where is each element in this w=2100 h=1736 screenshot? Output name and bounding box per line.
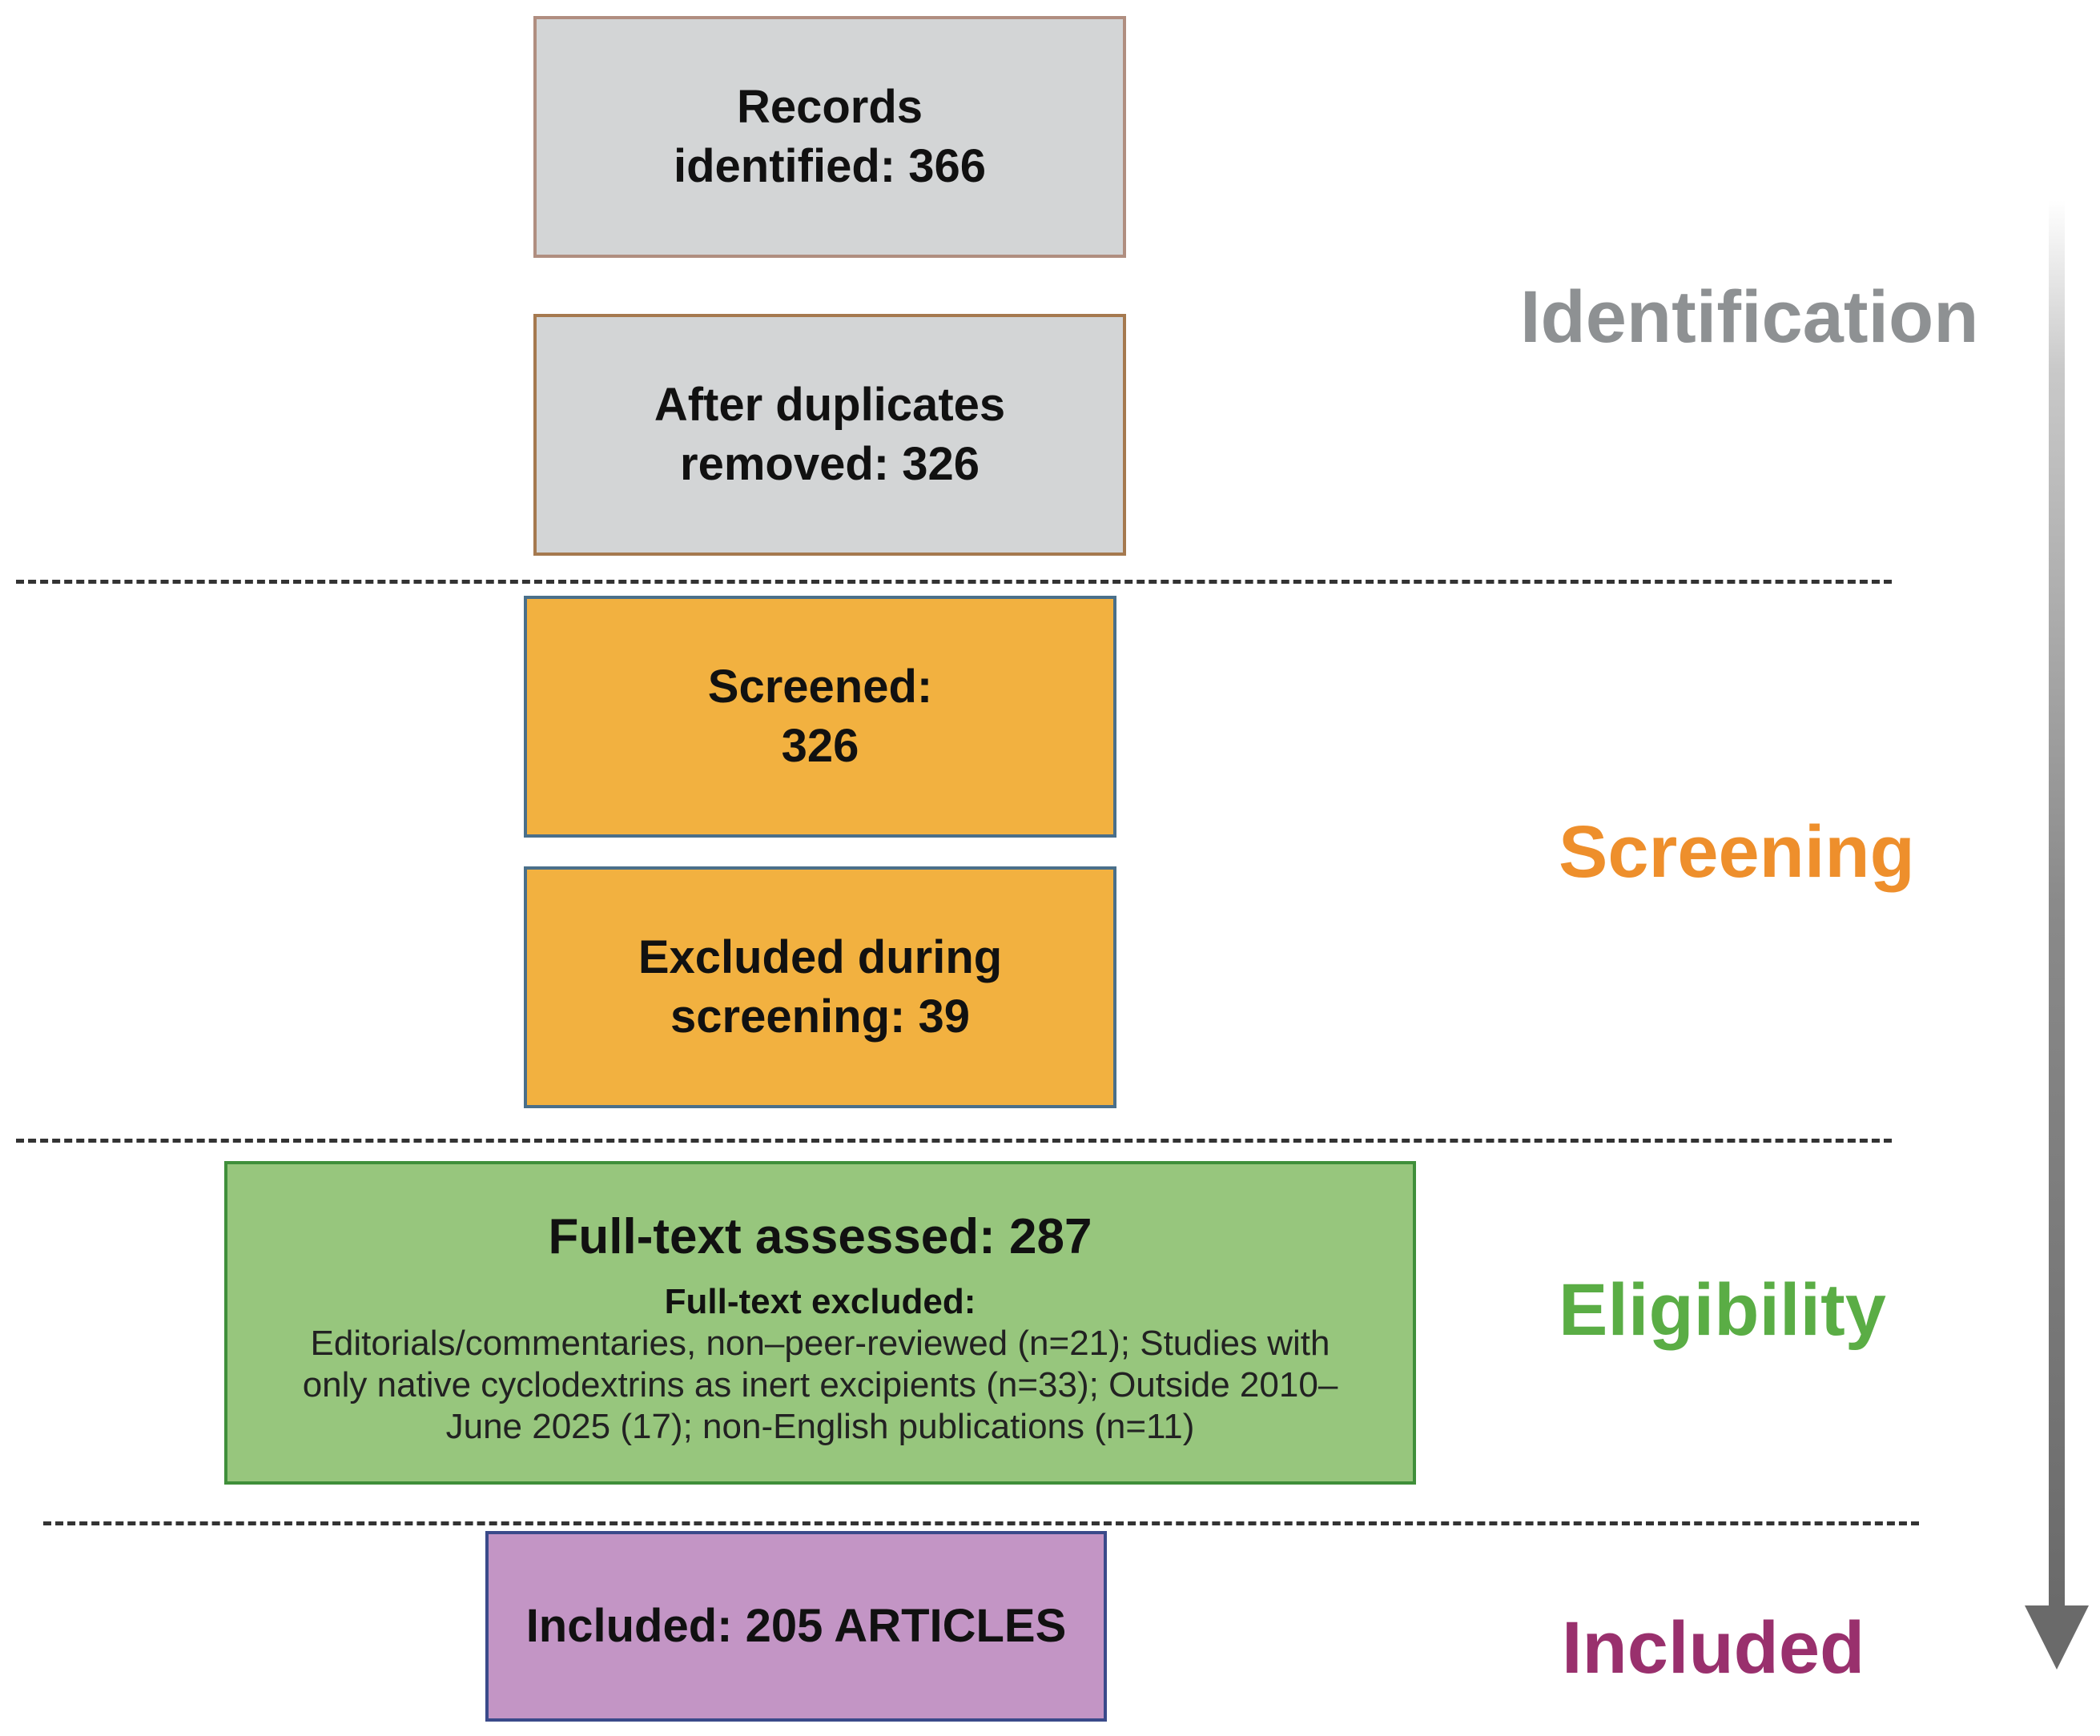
- fulltext-assessed-box: Full-text assessed: 287 Full-text exclud…: [224, 1161, 1416, 1485]
- excluded-screening-box: Excluded during screening: 39: [524, 866, 1116, 1108]
- records-identified-box: Records identified: 366: [533, 16, 1126, 258]
- excluded-screening-label: Excluded during screening: 39: [638, 931, 1003, 1043]
- down-arrow-head: [2025, 1605, 2089, 1670]
- stage-label-screening: Screening: [1559, 811, 1915, 893]
- fulltext-assessed-label: Full-text assessed: 287: [548, 1209, 1092, 1264]
- fulltext-excluded-reasons: Editorials/commentaries, non–peer-review…: [302, 1324, 1338, 1446]
- records-identified-label: Records identified: 366: [674, 81, 986, 192]
- included-label: Included: 205 ARTICLES: [525, 1600, 1067, 1652]
- included-box: Included: 205 ARTICLES: [485, 1531, 1107, 1722]
- stage-divider-screening-eligibility: [16, 1139, 1892, 1143]
- down-arrow-icon: [2025, 200, 2089, 1670]
- duplicates-removed-box: After duplicates removed: 326: [533, 314, 1126, 556]
- duplicates-removed-label: After duplicates removed: 326: [654, 379, 1006, 490]
- stage-label-included: Included: [1562, 1607, 1865, 1689]
- screened-label: Screened: 326: [707, 661, 933, 772]
- down-arrow-shaft: [2049, 200, 2065, 1609]
- stage-label-identification: Identification: [1520, 276, 1979, 358]
- stage-divider-eligibility-included: [43, 1521, 1919, 1525]
- screened-box: Screened: 326: [524, 596, 1116, 838]
- fulltext-excluded-title: Full-text excluded:: [664, 1282, 976, 1321]
- stage-label-eligibility: Eligibility: [1559, 1269, 1886, 1351]
- stage-divider-identification-screening: [16, 580, 1892, 584]
